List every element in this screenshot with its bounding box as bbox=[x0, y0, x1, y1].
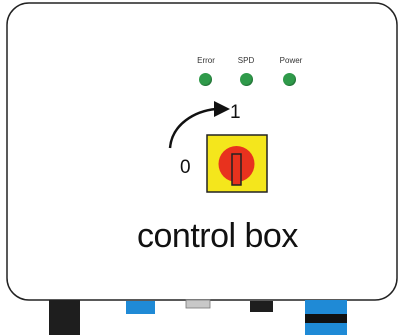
connector-blue-small bbox=[126, 301, 155, 314]
rotation-arrow-icon bbox=[168, 107, 217, 149]
connector-black-small bbox=[250, 301, 273, 312]
connector-blue-large-band bbox=[305, 314, 347, 323]
spd-led-icon bbox=[240, 73, 253, 86]
connector-gray bbox=[185, 299, 211, 309]
box-title: control box bbox=[137, 217, 298, 255]
switch-position-on: 1 bbox=[230, 102, 241, 123]
switch-knob-grip bbox=[231, 153, 242, 186]
switch-position-off: 0 bbox=[180, 157, 191, 178]
arrowhead-icon bbox=[214, 101, 230, 117]
led-label-power: Power bbox=[279, 56, 303, 65]
power-led-icon bbox=[283, 73, 296, 86]
error-led-icon bbox=[199, 73, 212, 86]
led-label-error: Error bbox=[197, 56, 215, 65]
led-label-spd: SPD bbox=[237, 56, 255, 65]
connector-black-left bbox=[49, 300, 80, 335]
